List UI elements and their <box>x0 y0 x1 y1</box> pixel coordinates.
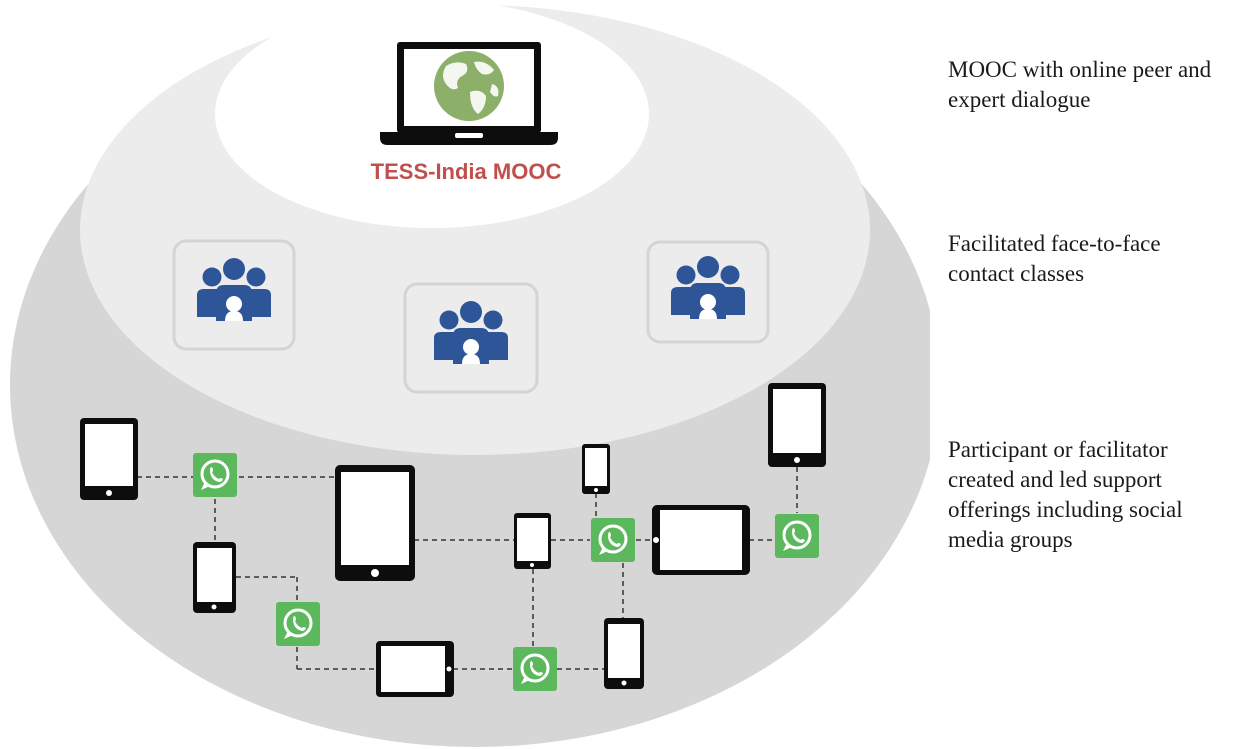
caption-social-media-groups: Participant or facilitator created and l… <box>948 437 1183 552</box>
mooc-label: TESS-India MOOC <box>371 159 562 184</box>
tablet-icon <box>80 418 138 500</box>
whatsapp-icon <box>191 451 239 499</box>
network-connections <box>137 467 798 670</box>
phone-icon <box>514 513 551 569</box>
tablet-icon <box>768 383 826 467</box>
tablet-landscape-icon <box>652 505 750 575</box>
tablet-icon <box>335 465 415 581</box>
contact-class-group-right <box>646 240 770 344</box>
tablet-landscape-icon <box>376 641 454 697</box>
globe-icon <box>434 51 504 121</box>
caption-mooc: MOOC with online peer and expert dialogu… <box>948 57 1212 112</box>
phone-icon <box>193 542 236 613</box>
phone-icon <box>604 618 644 689</box>
whatsapp-icon <box>274 600 322 648</box>
phone-icon <box>582 444 610 494</box>
whatsapp-icon <box>773 512 821 560</box>
contact-class-group-center <box>403 282 539 394</box>
contact-class-group-left <box>172 239 296 351</box>
caption-face-to-face: Facilitated face-to-face contact classes <box>948 231 1161 286</box>
whatsapp-icon <box>589 516 637 564</box>
layered-support-diagram: TESS-India MOOC <box>10 5 930 747</box>
whatsapp-icon <box>511 645 559 693</box>
